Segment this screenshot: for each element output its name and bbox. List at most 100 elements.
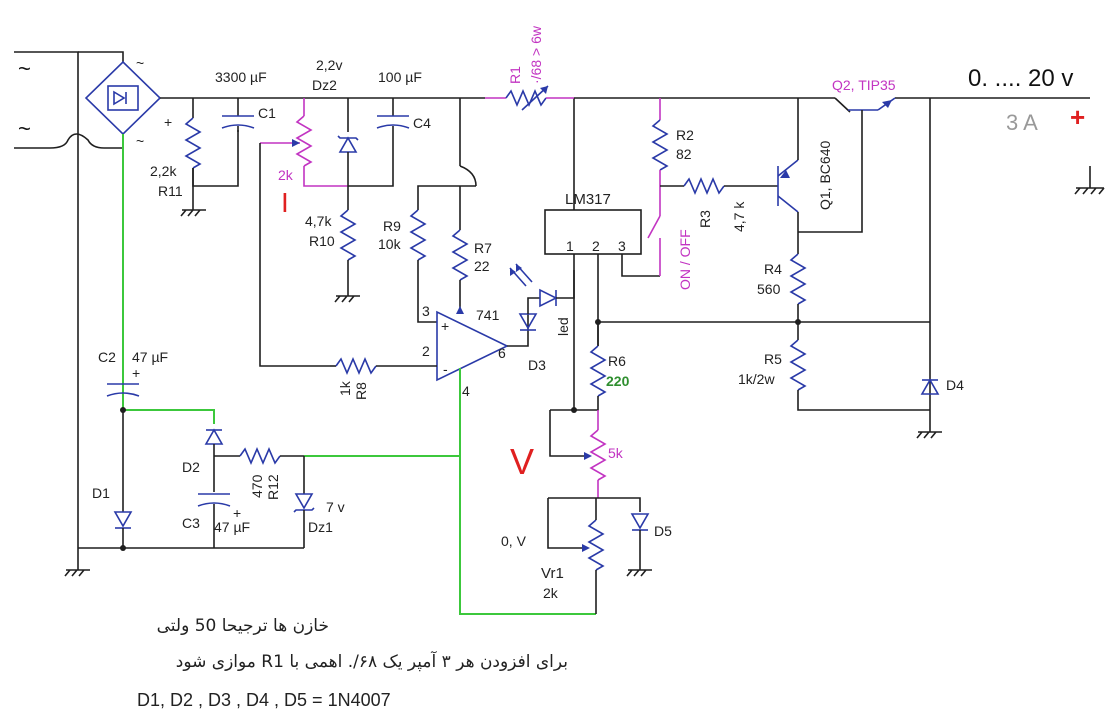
pot-current-mark: I <box>281 187 289 218</box>
on-off-switch: ON / OFF R2 82 <box>647 98 694 290</box>
dz1-zener: 7 v Dz1 <box>293 456 345 548</box>
bridge-tilde-top: ~ <box>136 55 144 71</box>
vr1-zero: 0, V <box>501 533 527 549</box>
d2-name: D2 <box>182 459 200 475</box>
d5-name: D5 <box>654 523 672 539</box>
lm317-regulator: LM317 1 2 3 <box>544 191 660 410</box>
adj-node <box>595 319 930 325</box>
r3-resistor: R3 4,7 k <box>660 176 778 232</box>
lm317-pin1: 1 <box>566 238 574 254</box>
output-plus: + <box>1070 102 1085 132</box>
r1-value: ·/68 > 6w <box>528 25 544 84</box>
q2-name: Q2, TIP35 <box>832 77 896 93</box>
c4-capacitor: 100 µF C4 <box>348 69 431 187</box>
d4-diode: D4 <box>916 377 964 439</box>
opamp-minus: - <box>443 361 448 377</box>
r7-name: R7 <box>474 240 492 256</box>
ac-input: ~ ~ <box>14 51 124 548</box>
opamp-741: + - 3 2 6 4 741 <box>408 303 596 615</box>
d1-name: D1 <box>92 485 110 501</box>
r6-resistor: R6 220 <box>571 322 630 413</box>
output-current: 3 A <box>1006 110 1038 135</box>
r10-resistor: 4,7k R10 <box>305 209 360 303</box>
opamp-pin3: 3 <box>422 303 430 319</box>
c3-plus: + <box>233 505 241 521</box>
output-terminal: 0. .... 20 v 3 A + <box>929 65 1105 432</box>
r12-resistor: 470 R12 <box>214 446 460 500</box>
c4-name: C4 <box>413 115 431 131</box>
r12-value: 470 <box>249 474 265 498</box>
r12-name: R12 <box>265 474 281 500</box>
pot-current-value: 2k <box>278 167 294 183</box>
r5-value: 1k/2w <box>738 371 775 387</box>
r3-name: R3 <box>697 210 713 228</box>
r5-resistor: R5 1k/2w <box>738 339 930 411</box>
c2-capacitor: C2 47 µF + <box>98 349 215 512</box>
r9-resistor: R9 10k <box>378 185 476 323</box>
r9-name: R9 <box>383 218 401 234</box>
c2-value: 47 µF <box>132 349 168 365</box>
r11-plus: + <box>164 114 172 130</box>
dz1-value: 7 v <box>326 499 345 515</box>
r2-value: 82 <box>676 146 692 162</box>
c2-name: C2 <box>98 349 116 365</box>
bridge-rectifier: ~ ~ <box>84 55 460 410</box>
r5-name: R5 <box>764 351 782 367</box>
pot-voltage-value: 5k <box>608 445 624 461</box>
lm317-pin2: 2 <box>592 238 600 254</box>
r10-name: R10 <box>309 233 335 249</box>
switch-label: ON / OFF <box>677 229 693 290</box>
c1-capacitor: 3300 µF C1 <box>215 69 276 132</box>
r9-value: 10k <box>378 236 402 252</box>
c1-value: 3300 µF <box>215 69 267 85</box>
dz2-name: Dz2 <box>312 77 337 93</box>
d1-diode: D1 <box>92 485 133 548</box>
r8-name: R8 <box>353 382 369 400</box>
r11-value: 2,2k <box>150 163 177 179</box>
dz2-zener: 2,2v Dz2 <box>312 57 359 210</box>
r3-value: 4,7 k <box>731 201 747 232</box>
top-rail <box>460 97 1090 210</box>
d3-name: D3 <box>528 357 546 373</box>
c3-value: 47 µF <box>214 519 250 535</box>
r11-resistor: + 2,2k R11 <box>150 98 239 217</box>
c2-plus: + <box>132 365 140 381</box>
vr1-name: Vr1 <box>541 565 564 582</box>
lm317-pin3: 3 <box>618 238 626 254</box>
r7-resistor: R7 22 <box>451 98 492 314</box>
r1-name: R1 <box>507 66 523 84</box>
r6-value: 220 <box>606 373 630 389</box>
c3-name: C3 <box>182 515 200 531</box>
d3-led-label: led <box>555 317 571 336</box>
pot-voltage-mark: V <box>510 441 534 482</box>
d4-name: D4 <box>946 377 964 393</box>
r11-name: R11 <box>158 183 183 199</box>
dz1-name: Dz1 <box>308 519 333 535</box>
d2-diode: D2 <box>182 428 224 492</box>
c1-name: C1 <box>258 105 276 121</box>
r7-value: 22 <box>474 258 490 274</box>
note-capacitors: خازن ها ترجیحا 50 ولتی <box>156 616 329 636</box>
pot-voltage: 5k V <box>510 409 624 498</box>
r4-resistor: R4 560 <box>757 253 807 340</box>
r8-resistor: 1k R8 <box>330 356 408 400</box>
r8-value: 1k <box>337 380 353 396</box>
c3-capacitor: C3 + 47 µF <box>182 493 250 548</box>
c4-value: 100 µF <box>378 69 422 85</box>
note-parallel-r1: برای افزودن هر ۳ آمپر یک ۶۸/. اهمی با R1… <box>175 652 568 672</box>
vr1-value: 2k <box>543 585 559 601</box>
q1-name: Q1, BC640 <box>817 141 833 210</box>
ac-tilde-1: ~ <box>18 56 31 81</box>
r2-name: R2 <box>676 127 694 143</box>
note-diodes: D1, D2 , D3 , D4 , D5 = 1N4007 <box>137 690 391 710</box>
output-voltage: 0. .... 20 v <box>968 65 1073 92</box>
ground-bus <box>64 545 304 577</box>
r1-resistor: R1 ·/68 > 6w <box>485 25 574 111</box>
opamp-pin2: 2 <box>422 343 430 359</box>
ac-tilde-2: ~ <box>18 116 31 141</box>
r6-name: R6 <box>608 353 626 369</box>
q2-transistor: Q2, TIP35 <box>832 77 896 122</box>
d3-led: led D3 <box>507 263 575 373</box>
vr1-pot: 0, V Vr1 2k <box>501 497 641 614</box>
